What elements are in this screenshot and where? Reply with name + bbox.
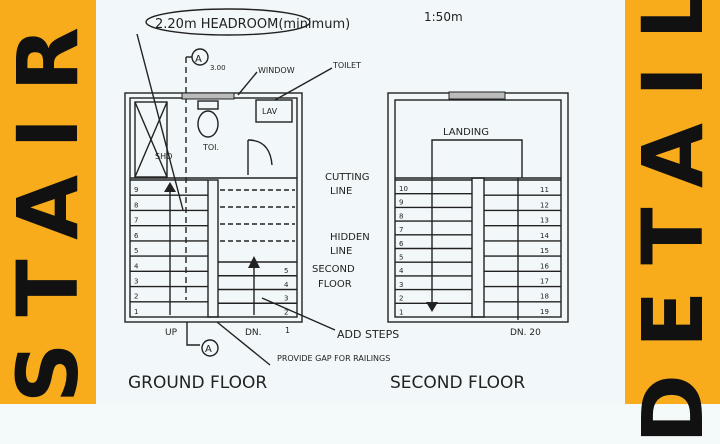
svg-text:A: A [205, 344, 212, 355]
step-number: 8 [399, 212, 403, 220]
step-number: 2 [134, 293, 138, 301]
step-number: 6 [399, 240, 404, 248]
step-number: 6 [134, 232, 139, 240]
step-number: 3 [134, 278, 138, 286]
stair-plan-sketch: 2.20m HEADROOM(minimum) 1:50m A 3.00 WIN… [0, 0, 720, 404]
shower-label: SHO [155, 152, 172, 161]
step-number: 18 [540, 293, 549, 301]
second-floor-title: SECOND FLOOR [390, 373, 525, 393]
step-number: 12 [540, 201, 549, 209]
svg-text:3.00: 3.00 [210, 64, 226, 72]
step-number: 5 [399, 253, 403, 261]
svg-text:A: A [195, 54, 202, 65]
window-label: WINDOW [258, 66, 295, 75]
railings-note: PROVIDE GAP FOR RAILINGS [277, 354, 390, 363]
hidden-line-label-2: LINE [330, 246, 352, 257]
ground-floor-title: GROUND FLOOR [128, 373, 267, 393]
step-number: 15 [540, 247, 549, 255]
second-floor-note-2: FLOOR [318, 279, 352, 290]
toilet-label: TOILET [332, 61, 361, 70]
landing-label: LANDING [443, 127, 489, 138]
section-mark-bottom: A [187, 322, 218, 356]
cutting-line-label: CUTTING [325, 172, 370, 183]
step-number: 4 [134, 262, 139, 270]
dn-label: DN. [245, 328, 262, 338]
step-number: 9 [399, 199, 403, 207]
step-number: 7 [399, 226, 403, 234]
ground-left-flight: 1 2 3 4 5 6 7 8 9 [130, 180, 208, 316]
step-number: 5 [134, 247, 138, 255]
step-number: 11 [540, 186, 549, 194]
step-number: 9 [134, 186, 138, 194]
step-number: 3 [399, 281, 403, 289]
step-number: 4 [284, 281, 289, 289]
hidden-line-label: HIDDEN [330, 232, 370, 243]
ground-floor-plan: 1 2 3 4 5 6 7 8 9 2 3 4 5 [125, 93, 302, 322]
dn-step-label: 1 [285, 326, 290, 335]
step-number: 17 [540, 278, 549, 286]
step-number: 4 [399, 267, 404, 275]
second-right-flight: 19 18 17 16 15 14 13 12 11 [484, 180, 561, 316]
step-number: 16 [540, 262, 549, 270]
step-number: 2 [399, 295, 403, 303]
lav-label: LAV [262, 107, 278, 116]
step-number: 10 [399, 185, 408, 193]
step-number: 3 [284, 295, 288, 303]
cutting-line-label-2: LINE [330, 186, 352, 197]
toi-label: TOI. [202, 143, 219, 152]
step-number: 5 [284, 267, 288, 275]
up-label: UP [165, 328, 178, 338]
headroom-note: 2.20m HEADROOM(minimum) [155, 17, 350, 32]
second-dn-label: DN. 20 [510, 328, 541, 338]
second-left-flight: 1 2 3 4 5 6 7 8 9 10 [395, 180, 472, 316]
step-number: 19 [540, 308, 549, 316]
add-steps-note: ADD STEPS [337, 328, 399, 341]
step-number: 13 [540, 217, 549, 225]
second-floor-note: SECOND [312, 264, 355, 275]
step-number: 1 [399, 308, 403, 316]
step-number: 1 [134, 308, 138, 316]
scale-note: 1:50m [424, 10, 463, 24]
step-number: 14 [540, 232, 549, 240]
step-number: 7 [134, 217, 138, 225]
step-number: 8 [134, 201, 138, 209]
